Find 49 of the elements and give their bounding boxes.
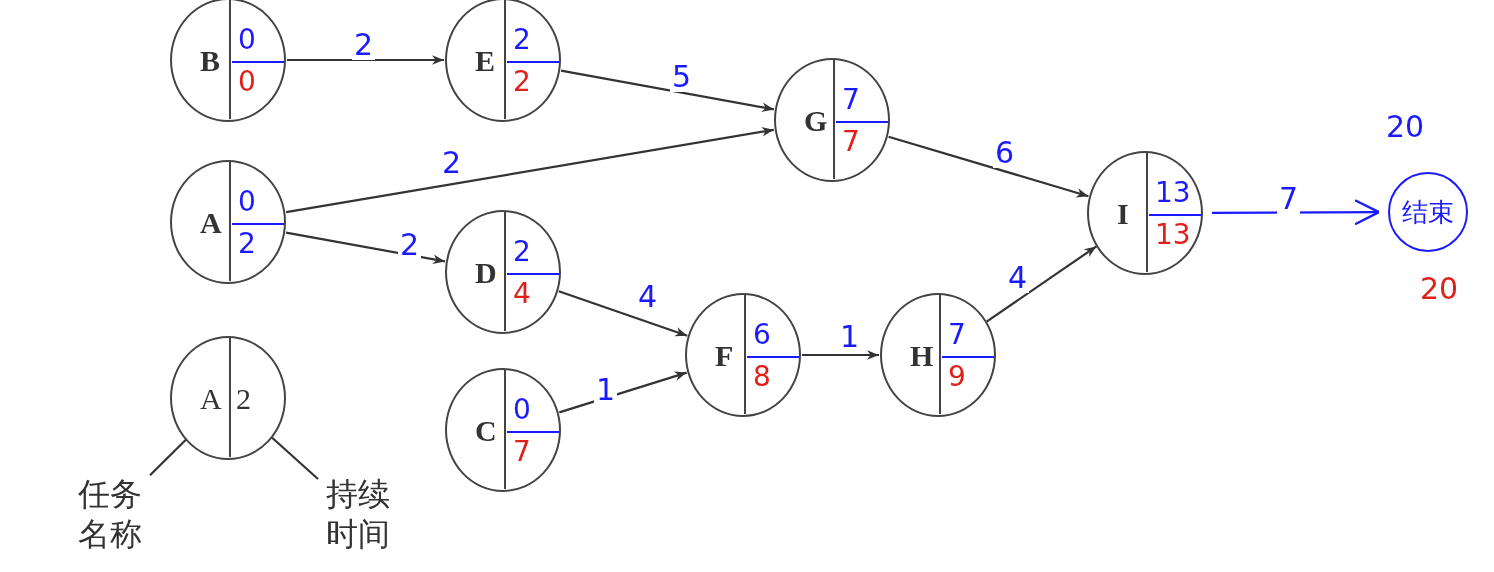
time-value: 20	[1386, 112, 1425, 142]
task-name: I	[1117, 199, 1129, 229]
arrow	[560, 69, 775, 112]
annotation-text: 任务名称	[70, 474, 150, 554]
task-name: F	[715, 341, 734, 371]
late-time: 7	[842, 128, 860, 156]
edge-label: 2	[398, 230, 422, 260]
early-time: 6	[753, 321, 771, 349]
task-name: D	[475, 258, 497, 288]
time-value: 20	[1420, 274, 1459, 304]
arrow	[287, 55, 444, 65]
late-time: 7	[513, 438, 531, 466]
task-name: G	[804, 106, 828, 136]
task-name: A	[200, 384, 222, 414]
arrow	[286, 127, 774, 214]
end-label: 结束	[1402, 199, 1454, 225]
early-time: 2	[513, 238, 531, 266]
late-time: 4	[513, 280, 531, 308]
early-time: 0	[513, 396, 531, 424]
task-name: C	[475, 416, 497, 446]
edge-label: 1	[594, 375, 618, 405]
task-name: H	[910, 341, 934, 371]
early-time: 0	[238, 26, 256, 54]
late-time: 9	[948, 363, 966, 391]
duration-value: 2	[236, 384, 251, 414]
early-time: 13	[1155, 179, 1191, 207]
edge-label: 4	[1006, 263, 1030, 293]
leader-line	[149, 438, 187, 477]
late-time: 8	[753, 363, 771, 391]
late-time: 2	[513, 68, 531, 96]
early-time: 7	[842, 86, 860, 114]
arrow	[888, 135, 1089, 198]
task-name: E	[475, 46, 495, 76]
arrow	[802, 350, 879, 360]
late-time: 0	[238, 68, 256, 96]
late-time: 13	[1155, 221, 1191, 249]
edge-label: 7	[1277, 184, 1301, 214]
edge-label: 2	[352, 30, 376, 60]
early-time: 7	[948, 321, 966, 349]
late-time: 2	[238, 230, 256, 258]
task-name: B	[200, 46, 220, 76]
early-time: 2	[513, 26, 531, 54]
arrow	[285, 231, 446, 264]
annotation-text: 持续时间	[318, 474, 398, 554]
early-time: 0	[238, 188, 256, 216]
task-name: A	[200, 208, 222, 238]
arrow	[558, 290, 688, 337]
arrow	[986, 245, 1097, 323]
leader-line	[271, 436, 319, 480]
